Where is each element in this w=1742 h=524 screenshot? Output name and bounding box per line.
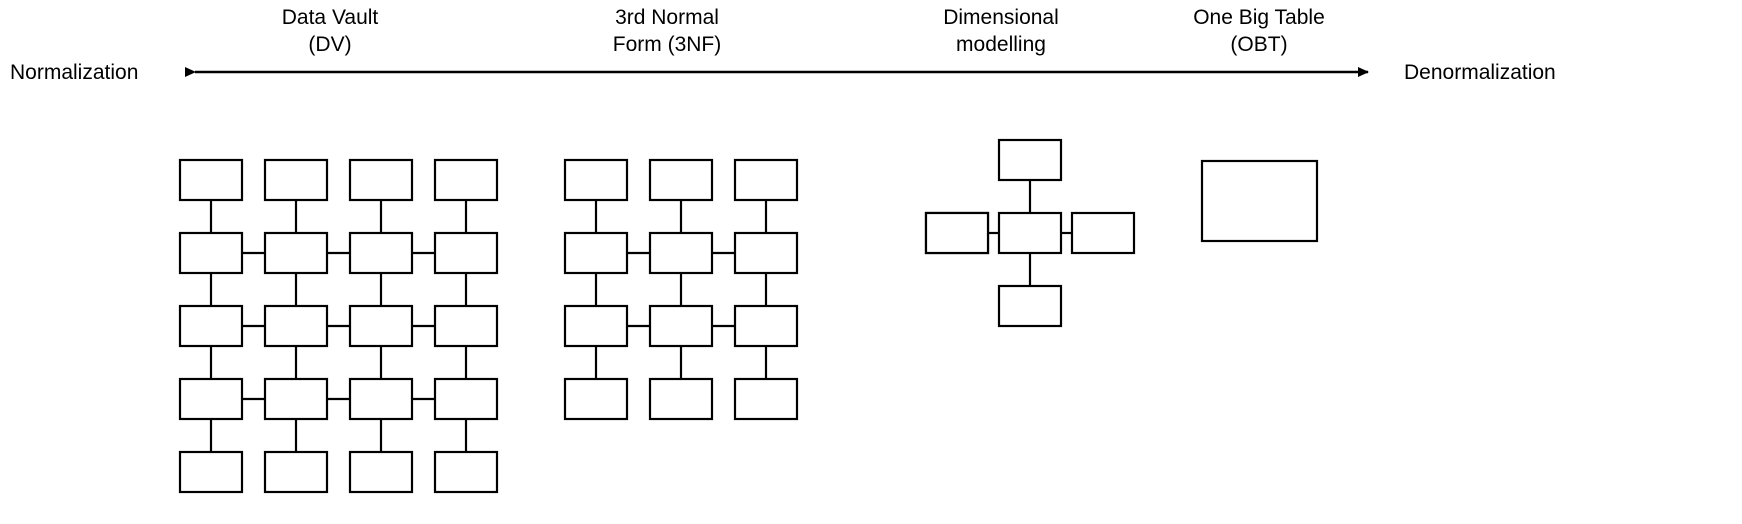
schema-node-box <box>178 450 244 494</box>
schema-node-box <box>263 377 329 421</box>
schema-node-box-hub <box>997 211 1063 255</box>
schema-node-box <box>263 450 329 494</box>
stage-label-dimensional-modelling: Dimensional modelling <box>851 4 1151 58</box>
schema-node-box <box>348 450 414 494</box>
schema-node-box <box>433 158 499 202</box>
schema-node-box <box>648 304 714 348</box>
schema-node-box <box>997 138 1063 182</box>
stage-label-line-1: Dimensional <box>943 6 1059 29</box>
schema-node-box <box>178 304 244 348</box>
schema-node-box <box>563 231 629 275</box>
schema-node-box <box>348 158 414 202</box>
schema-node-box <box>1070 211 1136 255</box>
schema-node-box <box>348 231 414 275</box>
schema-node-box <box>263 231 329 275</box>
schema-node-box <box>648 158 714 202</box>
axis-left-label: Normalization <box>10 61 139 84</box>
schema-node-box <box>733 231 799 275</box>
schema-node-box <box>263 304 329 348</box>
schema-node-box <box>733 304 799 348</box>
schema-node-box <box>348 377 414 421</box>
schema-node-box <box>997 284 1063 328</box>
schema-node-box <box>263 158 329 202</box>
schema-node-box <box>178 158 244 202</box>
schema-node-box <box>433 304 499 348</box>
schema-node-box-obt <box>1200 159 1319 243</box>
stage-label-line-1: 3rd Normal <box>615 6 719 29</box>
stage-label-line-2: (DV) <box>308 33 352 56</box>
schema-node-box <box>178 231 244 275</box>
schema-node-box <box>563 304 629 348</box>
stage-label-third-normal-form: 3rd Normal Form (3NF) <box>517 4 817 58</box>
schema-node-box <box>733 158 799 202</box>
schema-node-box <box>348 304 414 348</box>
schema-node-box <box>648 231 714 275</box>
schema-node-box <box>648 377 714 421</box>
schema-node-box <box>178 377 244 421</box>
stage-label-one-big-table: One Big Table (OBT) <box>1109 4 1409 58</box>
schema-node-box <box>563 158 629 202</box>
stage-label-line-2: (OBT) <box>1230 33 1288 56</box>
stage-label-line-2: Form (3NF) <box>612 33 722 56</box>
schema-node-box <box>433 377 499 421</box>
stage-label-line-1: Data Vault <box>281 6 379 29</box>
schema-node-box <box>433 231 499 275</box>
schema-node-box <box>924 211 990 255</box>
stage-label-data-vault: Data Vault (DV) <box>180 4 480 58</box>
schema-node-box <box>563 377 629 421</box>
schema-node-box <box>733 377 799 421</box>
schema-node-box <box>433 450 499 494</box>
stage-label-line-2: modelling <box>956 33 1046 56</box>
stage-label-line-1: One Big Table <box>1193 6 1325 29</box>
axis-right-label: Denormalization <box>1404 61 1556 84</box>
